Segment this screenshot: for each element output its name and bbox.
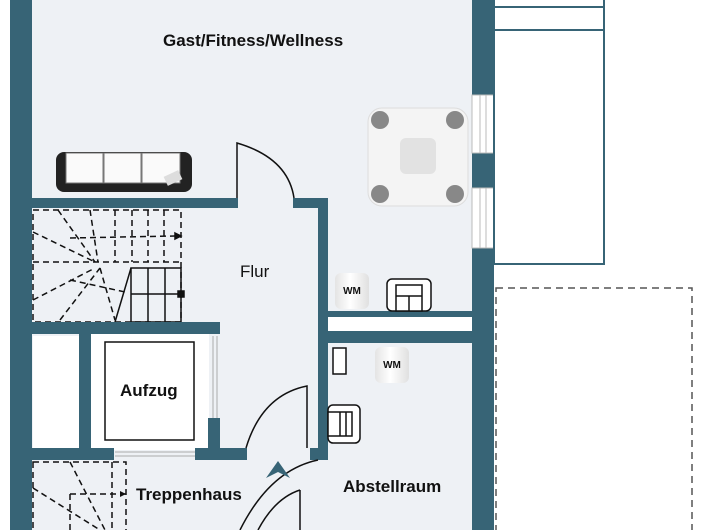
wall-gast-south-right xyxy=(293,198,328,208)
chair-niche xyxy=(386,278,432,312)
washing-machine-2: WM xyxy=(375,347,409,383)
wall-flur-east xyxy=(318,198,328,460)
wall-east-3 xyxy=(472,248,494,530)
window-east-1 xyxy=(471,94,495,154)
chair-abstellraum xyxy=(327,404,361,444)
room-label-gast: Gast/Fitness/Wellness xyxy=(163,31,344,50)
wall-west xyxy=(10,0,32,530)
door-entrance-a[interactable] xyxy=(239,459,319,530)
room-label-flur: Flur xyxy=(240,262,270,281)
wall-niche-1 xyxy=(328,311,472,317)
room-label-aufzug: Aufzug xyxy=(120,381,178,400)
door-flur-elevator[interactable] xyxy=(245,385,308,449)
wall-niche-2 xyxy=(328,331,472,343)
elevator-cab xyxy=(104,341,195,441)
wall-stair-south xyxy=(30,322,220,334)
dashed-outline-area xyxy=(495,287,693,530)
elevator-door xyxy=(115,336,218,457)
washing-machine-1: WM xyxy=(335,273,369,309)
whirlpool xyxy=(367,107,469,207)
door-entrance-b[interactable] xyxy=(257,489,301,530)
door-gast-flur[interactable] xyxy=(236,141,295,199)
stair-direction-arrow xyxy=(120,491,126,497)
wall-elevator-east xyxy=(208,418,220,450)
terrace-outline xyxy=(493,0,605,265)
wall-niche-gap xyxy=(328,317,472,331)
wall-elevator-south-right xyxy=(195,448,247,460)
wall-shaft xyxy=(79,334,91,450)
wall-stub xyxy=(310,448,328,460)
window-east-2 xyxy=(471,187,495,249)
staircase-upper xyxy=(32,209,185,323)
boiler xyxy=(332,347,347,375)
sofa xyxy=(56,152,192,192)
room-label-abstellraum: Abstellraum xyxy=(343,477,442,496)
room-label-treppenhaus: Treppenhaus xyxy=(136,485,242,504)
wall-east-1 xyxy=(472,0,494,95)
entrance-arrow-icon xyxy=(266,461,290,478)
wall-gast-south-left xyxy=(30,198,238,208)
wall-east-2 xyxy=(472,153,494,188)
staircase-lower xyxy=(32,461,127,530)
shaft xyxy=(33,336,79,448)
wall-elevator-south-left xyxy=(30,448,114,460)
